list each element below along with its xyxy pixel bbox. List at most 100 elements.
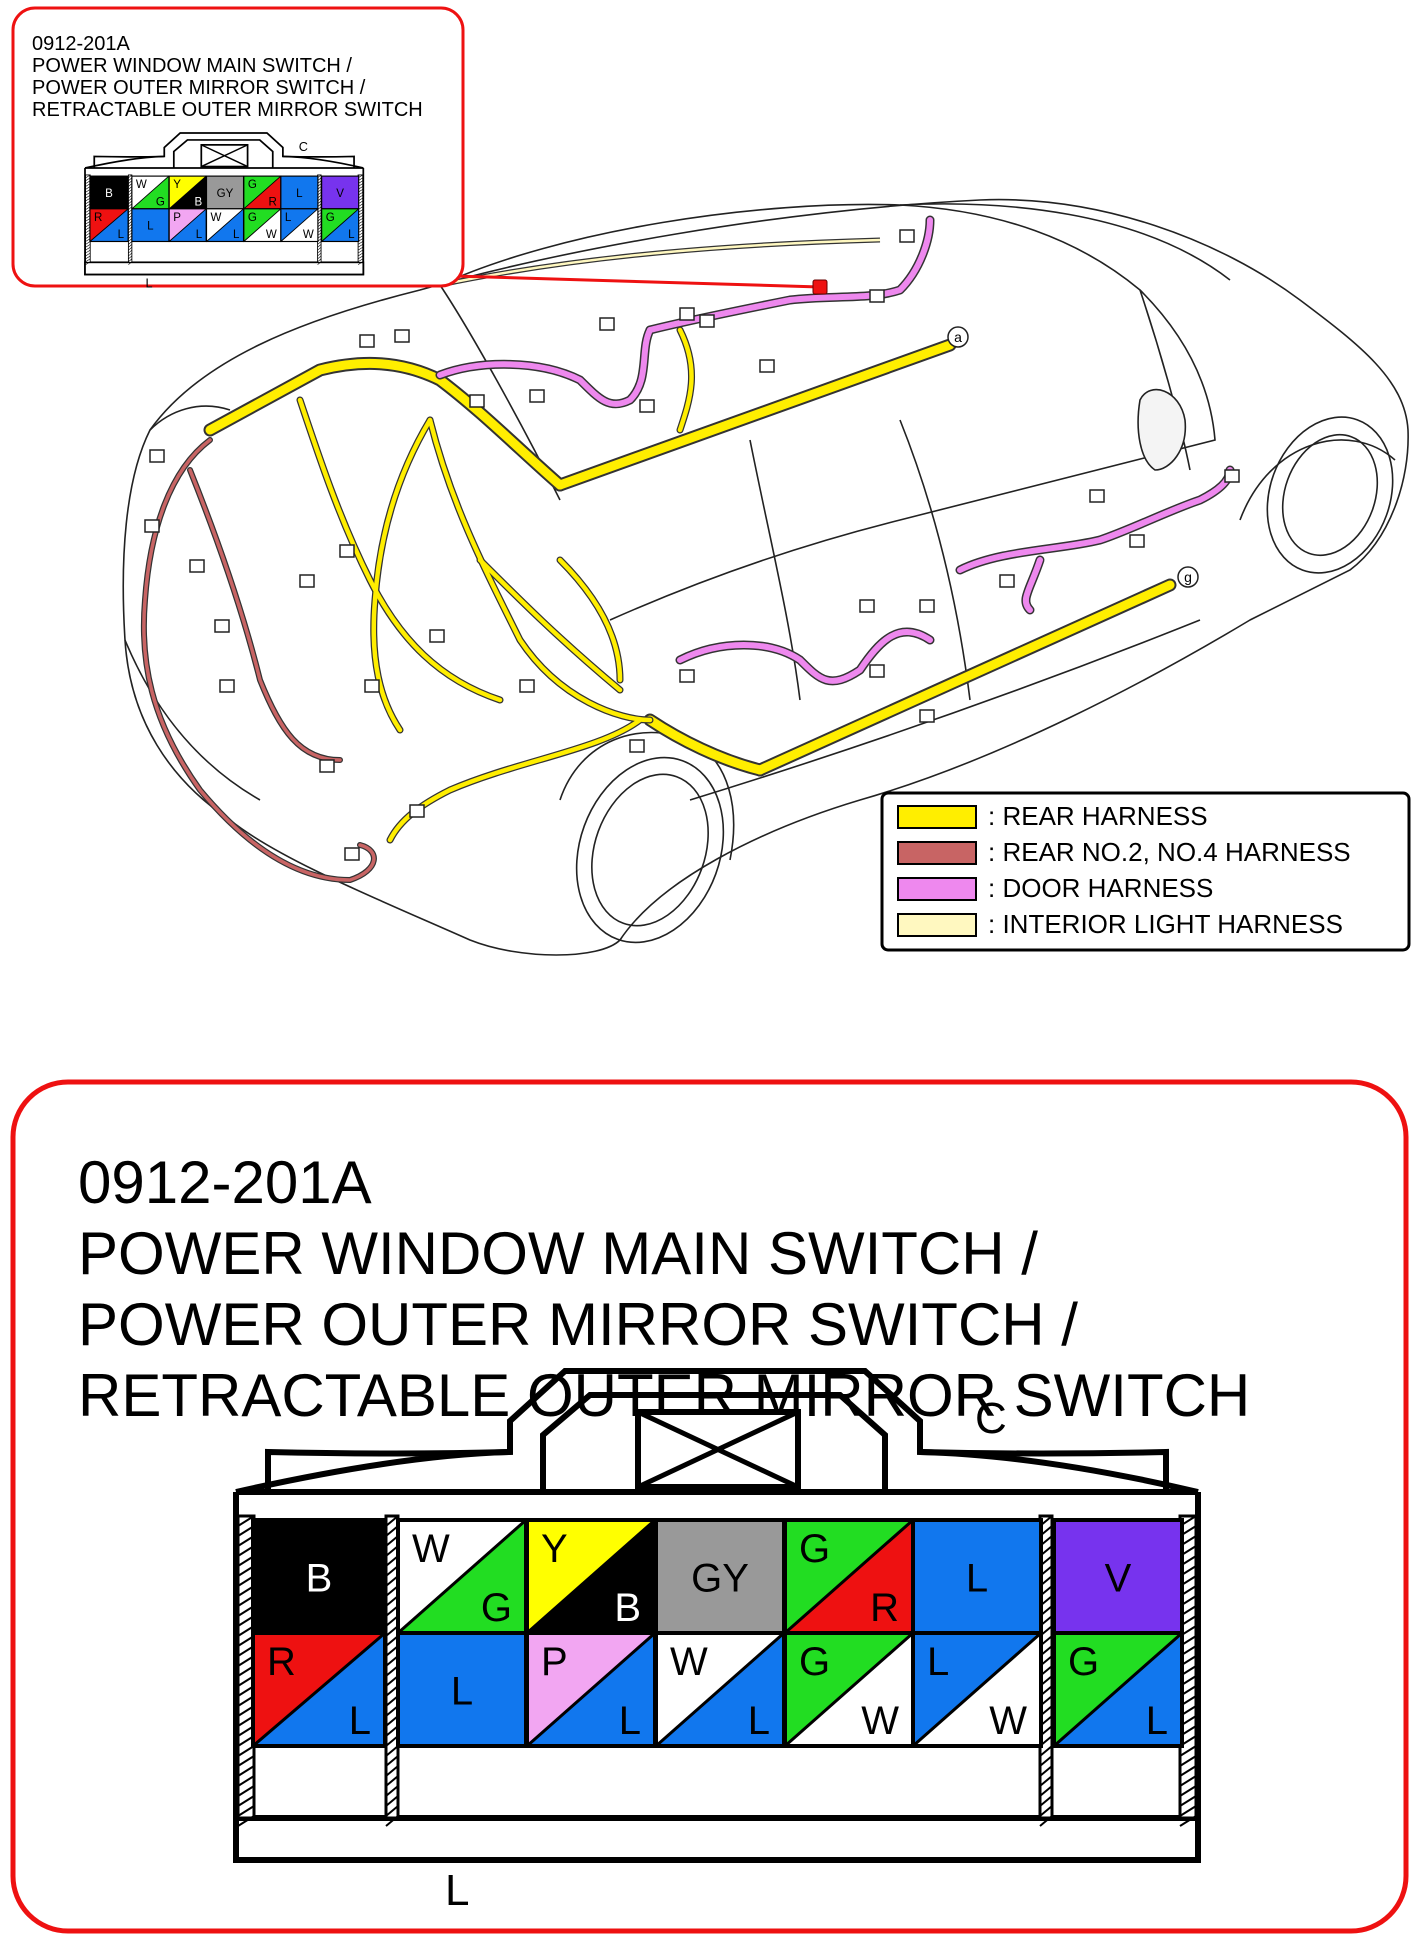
connector-code: 0912-201A (32, 33, 131, 55)
pin-color-code: B (194, 196, 202, 208)
pin-color-code: G (156, 196, 165, 208)
connector-pin: L (396, 1631, 528, 1748)
pin-color-code: P (173, 212, 181, 224)
pin-color-code: L (233, 229, 240, 241)
connector-pin: GL (321, 208, 360, 243)
pin-color-code: L (348, 229, 355, 241)
connector-title-line: RETRACTABLE OUTER MIRROR SWITCH (32, 99, 423, 121)
legend-swatch (897, 877, 977, 901)
connector-label-bottom: L (145, 275, 152, 290)
connector-lock-icon (200, 143, 249, 168)
connector-title-line: POWER WINDOW MAIN SWITCH / (78, 1220, 1038, 1287)
connector-pin: GL (1052, 1631, 1184, 1748)
svg-text:: REAR HARNESS: : REAR HARNESS (988, 801, 1208, 831)
pin-color-code: P (541, 1640, 568, 1684)
connector-pin: GR (783, 1518, 915, 1635)
connector-pin: YB (525, 1518, 657, 1635)
connector-pin: GY (654, 1518, 786, 1635)
pin-color-code: B (306, 1557, 333, 1601)
pin-color-code: B (105, 188, 113, 200)
connector-divider (236, 1514, 256, 1827)
connector-title-line: POWER OUTER MIRROR SWITCH / (32, 77, 366, 99)
svg-text:a: a (954, 329, 962, 345)
connector-pin: L (131, 208, 170, 243)
pin-color-code: G (326, 212, 335, 224)
pin-color-code: L (927, 1640, 949, 1684)
pin-color-code: W (412, 1527, 450, 1571)
connector-pin: LW (280, 208, 319, 243)
connector-pin: RL (251, 1631, 387, 1748)
connector-pin: WG (131, 175, 170, 210)
pin-color-code: V (336, 188, 344, 200)
legend-swatch (897, 913, 977, 937)
svg-text:: INTERIOR LIGHT HARNESS: : INTERIOR LIGHT HARNESS (988, 909, 1343, 939)
connector-pin: GW (243, 208, 282, 243)
legend: : REAR HARNESS : REAR NO.2, NO.4 HARNESS… (880, 791, 1411, 952)
legend-item-rear-no2-harness: : REAR NO.2, NO.4 HARNESS (897, 837, 1351, 867)
svg-text:: REAR NO.2, NO.4 HARNESS: : REAR NO.2, NO.4 HARNESS (988, 837, 1351, 867)
pin-color-code: L (451, 1670, 473, 1714)
pin-color-code: R (870, 1586, 899, 1630)
harness-connectors (144, 229, 1240, 861)
connector-pin: PL (168, 208, 207, 243)
pin-color-code: Y (173, 179, 181, 191)
pin-color-code: L (1146, 1699, 1168, 1743)
connector-label-top: C (975, 1394, 1007, 1443)
pin-color-code: L (147, 220, 154, 232)
pin-color-code: L (285, 212, 292, 224)
pin-color-code: B (614, 1586, 641, 1630)
pin-color-code: L (196, 229, 203, 241)
connector-pin: L (911, 1518, 1043, 1635)
pin-color-code: G (799, 1527, 830, 1571)
legend-item-rear-harness: : REAR HARNESS (897, 801, 1208, 831)
pin-color-code: GY (691, 1557, 749, 1601)
connector-pin: YB (168, 175, 207, 210)
pin-color-code: W (670, 1640, 708, 1684)
connector-pin: V (321, 175, 360, 210)
pin-color-code: L (966, 1557, 988, 1601)
svg-text:g: g (1184, 569, 1192, 585)
pin-color-code: L (118, 229, 125, 241)
connector-pin: GR (243, 175, 282, 210)
pin-color-code: L (619, 1699, 641, 1743)
connector-panel-small: 0912-201A POWER WINDOW MAIN SWITCH / POW… (11, 6, 465, 290)
pin-color-code: L (349, 1699, 371, 1743)
legend-swatch (897, 805, 977, 829)
pin-color-code: G (248, 212, 257, 224)
pin-color-code: R (268, 196, 276, 208)
harness-callout-g: g (1177, 566, 1199, 588)
connector-pin: WG (396, 1518, 528, 1635)
highlighted-connector (419, 273, 828, 295)
legend-swatch (897, 841, 977, 865)
connector-pin: RL (89, 208, 129, 243)
connector-title-line: POWER WINDOW MAIN SWITCH / (32, 55, 352, 77)
rear-harness (203, 326, 1177, 844)
pin-color-code: Y (541, 1527, 568, 1571)
pin-color-code: GY (217, 188, 234, 200)
connector-pin: L (280, 175, 319, 210)
connector-pin: WL (205, 208, 245, 243)
svg-text:: DOOR HARNESS: : DOOR HARNESS (988, 873, 1213, 903)
connector-pin: V (1052, 1518, 1184, 1635)
pin-color-code: V (1105, 1557, 1132, 1601)
pin-color-code: W (136, 179, 147, 191)
harness-callout-a: a (947, 326, 969, 348)
legend-item-interior-light-harness: : INTERIOR LIGHT HARNESS (897, 909, 1343, 939)
pin-color-code: R (267, 1640, 296, 1684)
connector-title-line: POWER OUTER MIRROR SWITCH / (78, 1291, 1078, 1358)
pin-color-code: G (799, 1640, 830, 1684)
pin-color-code: G (481, 1586, 512, 1630)
pin-color-code: W (989, 1699, 1027, 1743)
connector-label-bottom: L (445, 1866, 469, 1915)
legend-item-door-harness: : DOOR HARNESS (897, 873, 1213, 903)
pin-color-code: L (748, 1699, 770, 1743)
connector-code: 0912-201A (78, 1149, 372, 1216)
connector-pin: GY (205, 175, 245, 210)
connector-pin: PL (525, 1631, 657, 1748)
connector-pin: B (89, 175, 129, 210)
connector-pin: GW (783, 1631, 915, 1748)
connector-pin: B (251, 1518, 387, 1635)
